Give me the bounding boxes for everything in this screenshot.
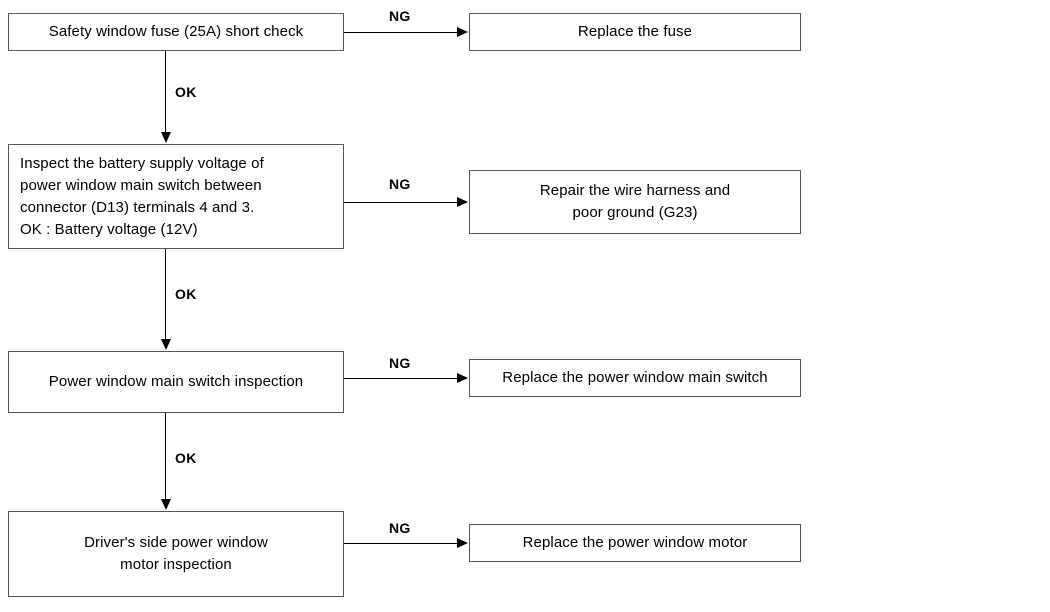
ng-label-4: NG [389,520,411,536]
ok-arrowhead-1 [161,132,171,143]
ng-label-1: NG [389,8,411,24]
ng-connector-line-3 [344,378,458,379]
ng-label-2: NG [389,176,411,192]
result-node-2[interactable]: Repair the wire harness and poor ground … [469,170,801,234]
ng-arrowhead-3 [457,373,468,383]
ok-label-2: OK [175,286,197,302]
ok-label-1: OK [175,84,197,100]
ok-arrowhead-3 [161,499,171,510]
test-node-3[interactable]: Power window main switch inspection [8,351,344,413]
test-node-1[interactable]: Safety window fuse (25A) short check [8,13,344,51]
test-node-2[interactable]: Inspect the battery supply voltage of po… [8,144,344,249]
ng-arrowhead-4 [457,538,468,548]
ng-connector-line-2 [344,202,458,203]
ok-connector-line-3 [165,413,166,500]
result-node-1[interactable]: Replace the fuse [469,13,801,51]
result-node-3[interactable]: Replace the power window main switch [469,359,801,397]
ng-arrowhead-2 [457,197,468,207]
ng-arrowhead-1 [457,27,468,37]
ng-connector-line-4 [344,543,458,544]
ok-arrowhead-2 [161,339,171,350]
test-node-4[interactable]: Driver's side power window motor inspect… [8,511,344,597]
ng-label-3: NG [389,355,411,371]
ok-label-3: OK [175,450,197,466]
ok-connector-line-1 [165,51,166,133]
ng-connector-line-1 [344,32,458,33]
ok-connector-line-2 [165,249,166,340]
result-node-4[interactable]: Replace the power window motor [469,524,801,562]
